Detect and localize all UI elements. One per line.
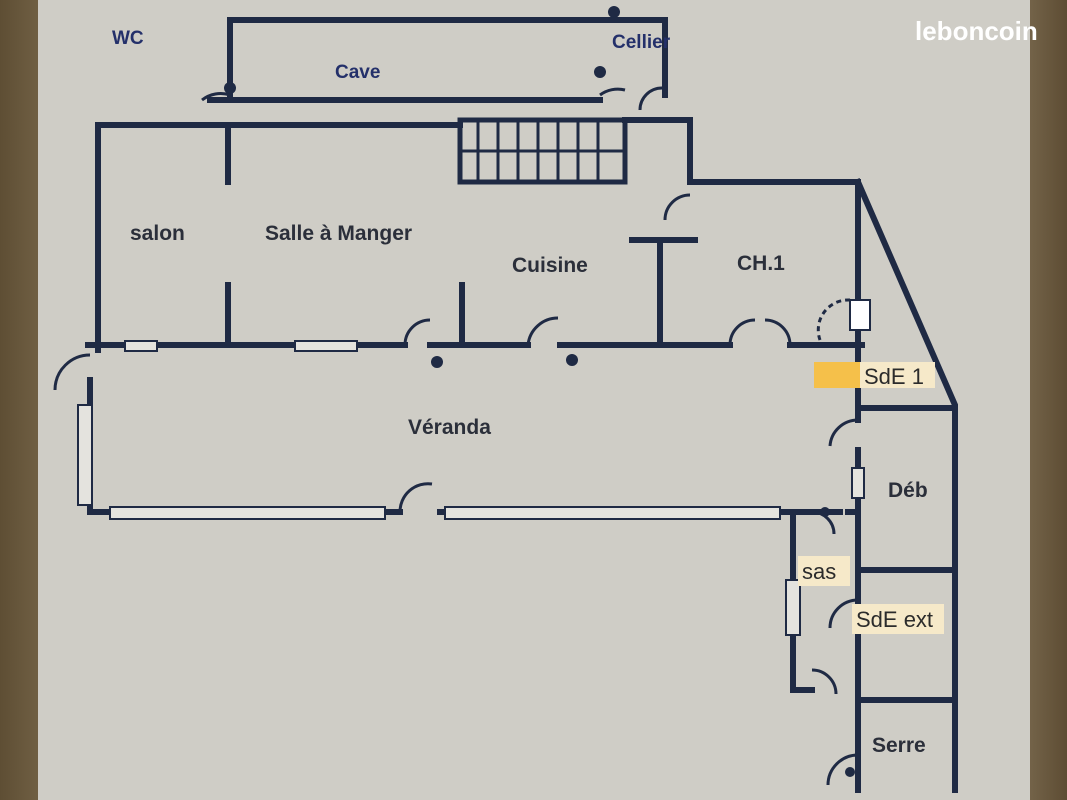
room-label-cave: Cave <box>335 62 380 83</box>
door-veranda-bottom <box>398 482 433 513</box>
room-label-salle-a-manger: Salle à Manger <box>265 222 412 245</box>
door-cellier <box>599 87 626 97</box>
posts <box>224 6 855 777</box>
cave-wall <box>227 17 668 98</box>
window-veranda-bottom-2 <box>444 506 781 520</box>
room-label-deb: Déb <box>888 479 928 502</box>
door-stairs-right <box>638 86 663 111</box>
room-label-veranda: Véranda <box>408 416 491 439</box>
post-veranda-2 <box>566 354 578 366</box>
room-label-cuisine: Cuisine <box>512 254 588 277</box>
window-sas <box>785 579 801 636</box>
post-cellier-left <box>594 66 606 78</box>
door-sas-bottom <box>811 668 838 695</box>
door-veranda-2 <box>526 316 559 346</box>
doors <box>53 86 859 786</box>
door-sde-ext <box>828 598 859 629</box>
window-salon <box>124 340 158 352</box>
door-ch1-upper <box>663 193 691 221</box>
window-salle <box>294 340 358 352</box>
sas-left-wall <box>790 512 815 693</box>
room-label-cellier: Cellier <box>612 32 671 53</box>
post-serre <box>845 767 855 777</box>
house-outer-wall <box>95 122 463 353</box>
sde1-label-box <box>860 362 935 388</box>
house-right-upper-wall <box>622 117 861 353</box>
room-label-serre: Serre <box>872 734 926 757</box>
floor-plan-paper <box>38 0 1030 800</box>
door-sde1 <box>816 298 851 341</box>
room-label-wc: WC <box>112 28 144 49</box>
leboncoin-watermark: leboncoin <box>915 16 1038 46</box>
post-cave-left <box>224 82 236 94</box>
door-sas <box>811 510 836 535</box>
room-label-sas: sas <box>802 559 836 584</box>
door-veranda-left <box>53 353 91 391</box>
post-veranda-1 <box>431 356 443 368</box>
window-deb <box>851 467 865 499</box>
door-veranda-1 <box>403 318 431 346</box>
stair-steps <box>460 120 625 182</box>
windows <box>77 299 871 636</box>
room-label-sde-ext: SdE ext <box>856 607 933 632</box>
post-cellier-top <box>608 6 620 18</box>
sde-ext-label-box <box>852 604 944 634</box>
sde1-highlight <box>814 362 860 388</box>
room-label-salon: salon <box>130 222 185 245</box>
door-deb <box>828 418 859 447</box>
window-veranda-left <box>77 404 93 506</box>
sas-label-box <box>798 556 850 586</box>
room-label-sde1: SdE 1 <box>864 364 924 389</box>
window-veranda-bottom-1 <box>109 506 386 520</box>
window-sde1 <box>849 299 871 331</box>
door-ch1-double <box>728 318 792 346</box>
post-sas <box>820 507 830 517</box>
door-cave-left <box>201 92 231 102</box>
door-serre <box>826 753 859 786</box>
room-label-ch1: CH.1 <box>737 252 785 275</box>
